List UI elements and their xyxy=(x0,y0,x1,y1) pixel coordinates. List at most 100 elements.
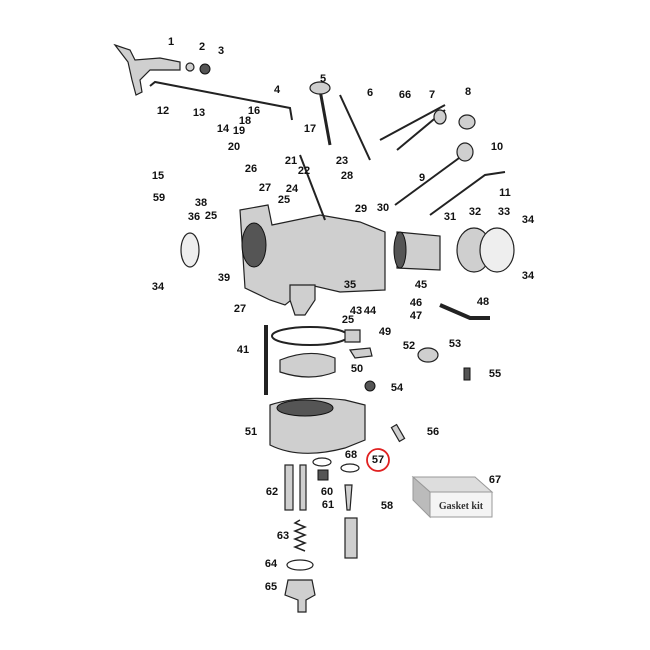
part-label-33: 33 xyxy=(498,206,510,218)
part-label-25: 25 xyxy=(205,210,217,222)
part-label-13: 13 xyxy=(193,107,205,119)
shaft-part-3 xyxy=(299,154,326,221)
part-label-34: 34 xyxy=(152,281,165,293)
part-label-66: 66 xyxy=(399,89,411,101)
gasket-kit-label: Gasket kit xyxy=(439,501,484,512)
part-label-6: 6 xyxy=(367,87,373,99)
seat-58-part xyxy=(344,517,358,559)
washer-68-part xyxy=(312,457,332,467)
part-label-8: 8 xyxy=(465,86,471,98)
shaft-part-2 xyxy=(339,94,371,161)
part-label-55: 55 xyxy=(489,368,501,380)
part-label-45: 45 xyxy=(415,279,427,291)
part-label-58: 58 xyxy=(381,500,393,512)
shaft-part xyxy=(318,89,332,146)
part-label-2: 2 xyxy=(199,41,205,53)
part-illustrations: Gasket kit xyxy=(113,43,515,613)
part-label-10: 10 xyxy=(491,141,503,153)
screw-part xyxy=(463,367,471,381)
part-label-68: 68 xyxy=(345,449,357,461)
carburetor-body-part xyxy=(239,204,386,306)
part-label-41: 41 xyxy=(237,344,249,356)
jet-61-part xyxy=(299,464,307,511)
part-label-25: 25 xyxy=(278,194,290,206)
nut-60-part xyxy=(317,469,329,481)
jet-62-part xyxy=(284,464,294,511)
gasket-kit-box: Gasket kit xyxy=(411,475,494,519)
rod-part xyxy=(149,80,293,121)
part-label-15: 15 xyxy=(152,170,164,182)
gasket-tab xyxy=(344,329,361,343)
part-label-35: 35 xyxy=(344,279,356,291)
part-label-24: 24 xyxy=(286,183,299,195)
part-label-16: 16 xyxy=(248,105,260,117)
washer-64-part xyxy=(286,559,314,571)
part-label-34: 34 xyxy=(522,214,535,226)
part-label-11: 11 xyxy=(499,187,511,199)
part-label-49: 49 xyxy=(379,326,391,338)
part-label-44: 44 xyxy=(364,305,377,317)
bowl-nut-part xyxy=(284,579,316,613)
part-label-30: 30 xyxy=(377,202,389,214)
part-label-47: 47 xyxy=(410,310,422,322)
part-label-54: 54 xyxy=(391,382,404,394)
nut-part xyxy=(199,63,211,75)
bowl-opening xyxy=(276,399,334,417)
part-label-17: 17 xyxy=(304,123,316,135)
body-bore xyxy=(241,222,267,268)
part-label-56: 56 xyxy=(427,426,439,438)
plug-part xyxy=(458,114,476,130)
needle-part-4 xyxy=(429,171,506,216)
highlight-circle xyxy=(366,448,390,472)
choke-lever-part xyxy=(439,303,490,320)
part-label-46: 46 xyxy=(410,297,422,309)
washer-57-part xyxy=(340,463,360,473)
throttle-lever-part xyxy=(113,43,181,96)
part-label-61: 61 xyxy=(322,499,334,511)
part-label-57: 57 xyxy=(372,454,384,466)
needle-58-part xyxy=(344,484,353,511)
small-gasket-part xyxy=(180,232,200,268)
gasket-plate-part xyxy=(479,227,515,273)
part-label-23: 23 xyxy=(336,155,348,167)
part-label-4: 4 xyxy=(274,84,281,96)
part-label-32: 32 xyxy=(469,206,481,218)
part-label-65: 65 xyxy=(265,581,277,593)
part-label-3: 3 xyxy=(218,45,224,57)
part-label-43: 43 xyxy=(350,305,362,317)
part-label-53: 53 xyxy=(449,338,461,350)
body-nozzle-part xyxy=(289,284,316,316)
part-label-29: 29 xyxy=(355,203,367,215)
part-label-59: 59 xyxy=(153,192,165,204)
part-label-9: 9 xyxy=(419,172,425,184)
part-label-26: 26 xyxy=(245,163,257,175)
part-label-27: 27 xyxy=(259,182,271,194)
part-label-50: 50 xyxy=(351,363,363,375)
cap-part xyxy=(417,347,439,363)
drain-screw-part xyxy=(390,423,406,443)
part-label-22: 22 xyxy=(298,165,310,177)
part-label-1: 1 xyxy=(168,36,174,48)
part-label-52: 52 xyxy=(403,340,415,352)
part-label-20: 20 xyxy=(228,141,240,153)
part-label-39: 39 xyxy=(218,272,230,284)
bowl-gasket-part xyxy=(271,326,349,346)
part-label-18: 18 xyxy=(239,115,251,127)
part-label-5: 5 xyxy=(320,73,326,85)
part-label-31: 31 xyxy=(444,211,456,223)
part-label-62: 62 xyxy=(266,486,278,498)
knob-part xyxy=(456,142,474,162)
float-lever-part xyxy=(348,347,373,359)
float-part xyxy=(279,352,336,378)
part-label-36: 36 xyxy=(188,211,200,223)
part-label-12: 12 xyxy=(157,105,169,117)
part-label-51: 51 xyxy=(245,426,257,438)
part-label-60: 60 xyxy=(321,486,333,498)
part-label-19: 19 xyxy=(233,125,245,137)
needle-part-3 xyxy=(394,149,471,206)
spring-part xyxy=(292,519,308,552)
part-label-67: 67 xyxy=(489,474,501,486)
part-label-25: 25 xyxy=(342,314,354,326)
washer-part xyxy=(185,62,195,72)
